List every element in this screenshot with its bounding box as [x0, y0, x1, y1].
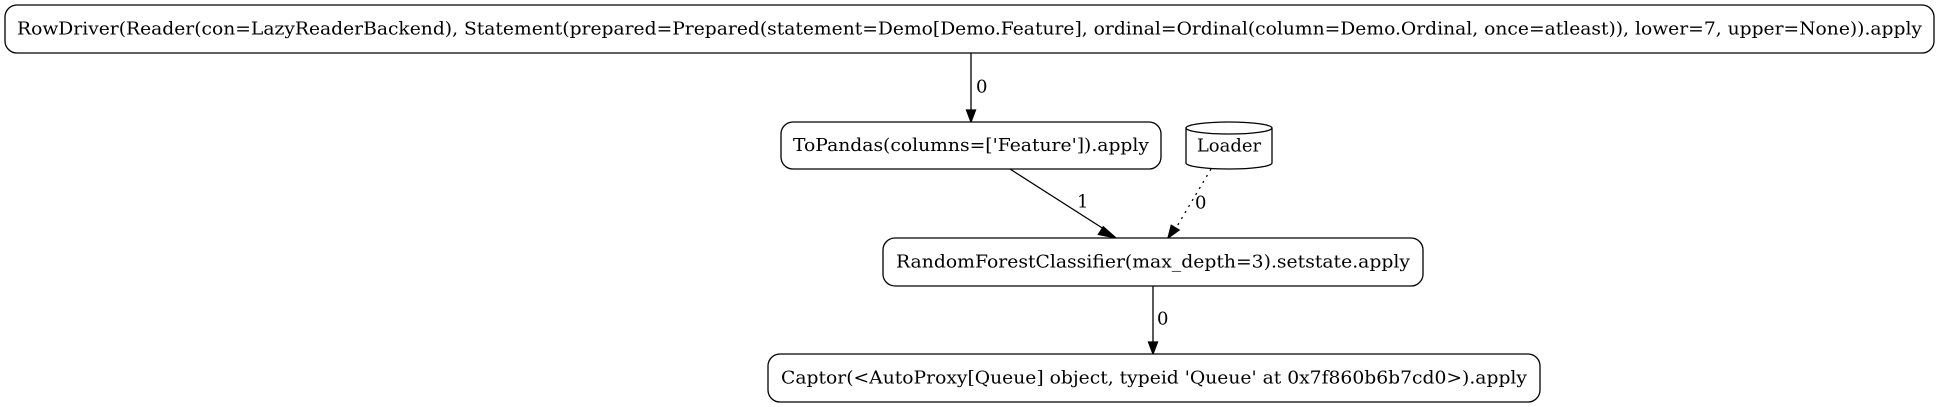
arrowhead-icon — [1147, 341, 1159, 356]
arrowhead-icon — [1166, 224, 1181, 240]
node-loader[interactable]: Loader — [1185, 121, 1273, 170]
node-to-pandas-label: ToPandas(columns=['Feature']).apply — [793, 135, 1150, 156]
edge-to-pandas-to-random-forest: 1 — [1009, 168, 1119, 240]
node-captor-box — [767, 353, 1541, 403]
node-random-forest-label: RandomForestClassifier(max_depth=3).sets… — [896, 252, 1411, 273]
node-row-driver[interactable]: RowDriver(Reader(con=LazyReaderBackend),… — [4, 4, 1935, 54]
edge-label: 0 — [976, 77, 987, 98]
edge-row-driver-to-to-pandas: 0 — [965, 53, 987, 124]
node-captor-label: Captor(<AutoProxy[Queue] object, typeid … — [781, 368, 1528, 389]
edge-line — [1009, 168, 1108, 232]
edge-label: 0 — [1157, 309, 1168, 330]
edge-label: 1 — [1077, 192, 1088, 213]
cylinder-rim — [1185, 127, 1273, 135]
edge-label: 0 — [1195, 193, 1206, 214]
edge-line — [1175, 168, 1212, 229]
node-random-forest[interactable]: RandomForestClassifier(max_depth=3).sets… — [882, 237, 1424, 287]
edge-random-forest-to-captor: 0 — [1147, 286, 1168, 356]
node-loader-label: Loader — [1197, 136, 1262, 157]
arrowhead-icon — [965, 109, 977, 124]
node-row-driver-box — [4, 4, 1935, 54]
node-row-driver-label: RowDriver(Reader(con=LazyReaderBackend),… — [17, 19, 1923, 40]
node-to-pandas-box — [780, 121, 1162, 170]
node-captor[interactable]: Captor(<AutoProxy[Queue] object, typeid … — [767, 353, 1541, 403]
arrowhead-icon — [1097, 225, 1119, 240]
node-to-pandas[interactable]: ToPandas(columns=['Feature']).apply — [780, 121, 1162, 170]
edge-loader-to-random-forest: 0 — [1166, 168, 1212, 240]
